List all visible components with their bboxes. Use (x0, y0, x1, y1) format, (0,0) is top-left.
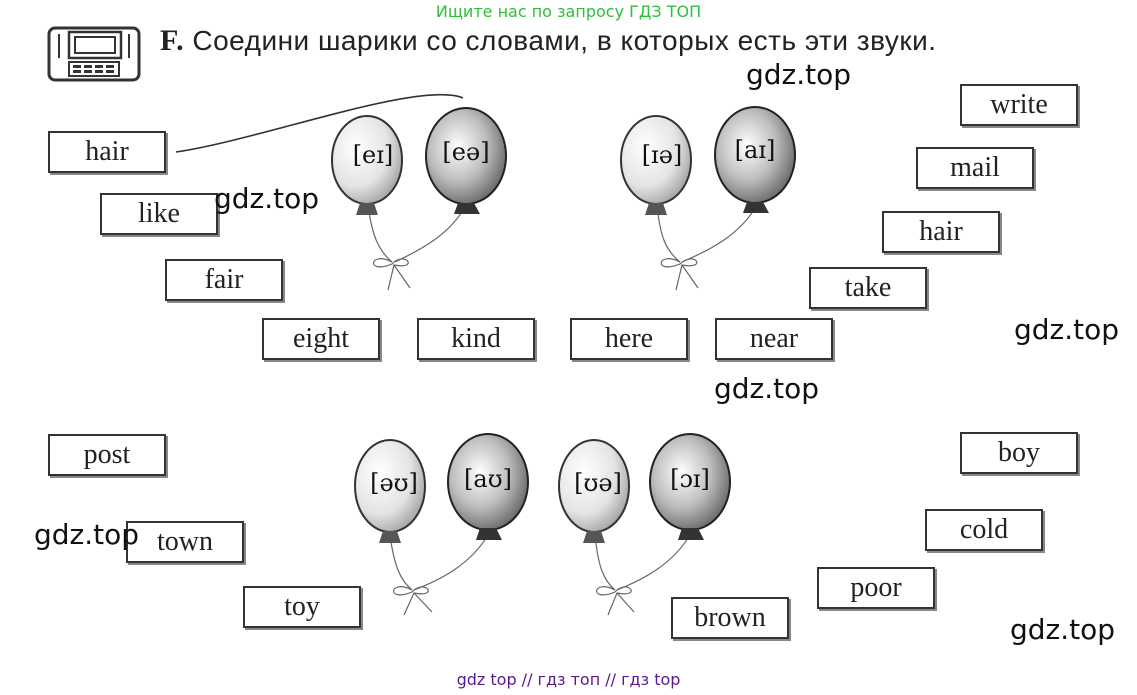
word-box-here[interactable]: here (570, 318, 688, 360)
word-box-post[interactable]: post (48, 434, 166, 476)
search-banner: Ищите нас по запросу ГДЗ ТОП (435, 2, 702, 21)
balloon-pair-4 (558, 433, 731, 616)
task-text: Соедини шарики со словами, в которых ест… (192, 25, 937, 56)
watermark-1: gdz.top (746, 58, 852, 91)
balloon-pair-1 (331, 107, 507, 291)
watermark-3: gdz.top (1014, 313, 1120, 346)
word-box-kind[interactable]: kind (417, 318, 535, 360)
computer-task-icon (47, 26, 141, 82)
watermark-4: gdz.top (714, 372, 820, 405)
word-box-near[interactable]: near (715, 318, 833, 360)
balloon-label-6: [aʊ] (464, 465, 512, 493)
balloon-label-7: [ʊə] (574, 469, 622, 497)
footer-links: gdz top // гдз топ // гдз top (456, 670, 681, 689)
word-box-boy[interactable]: boy (960, 432, 1078, 474)
word-box-cold[interactable]: cold (925, 509, 1043, 551)
balloon-label-8: [ɔɪ] (670, 465, 710, 493)
balloon-pair-3 (354, 433, 529, 616)
watermark-6: gdz.top (1010, 613, 1116, 646)
task-letter: F. (160, 24, 185, 57)
word-box-like[interactable]: like (100, 193, 218, 235)
word-box-hair-left[interactable]: hair (48, 131, 166, 173)
word-box-eight[interactable]: eight (262, 318, 380, 360)
word-box-take[interactable]: take (809, 267, 927, 309)
watermark-2: gdz.top (214, 182, 320, 215)
word-box-toy[interactable]: toy (243, 586, 361, 628)
word-box-brown[interactable]: brown (671, 597, 789, 639)
word-box-town[interactable]: town (126, 521, 244, 563)
connecting-line (175, 93, 464, 153)
word-box-mail[interactable]: mail (916, 147, 1034, 189)
balloon-label-3: [ɪə] (642, 141, 683, 169)
word-box-fair[interactable]: fair (165, 259, 283, 301)
balloon-label-4: [aɪ] (735, 136, 776, 164)
watermark-5: gdz.top (34, 518, 140, 551)
balloon-label-5: [əʊ] (370, 469, 418, 497)
balloon-label-2: [eə] (442, 138, 489, 166)
balloon-label-1: [eɪ] (353, 141, 394, 169)
word-box-poor[interactable]: poor (817, 567, 935, 609)
task-title: F. Соедини шарики со словами, в которых … (160, 22, 1080, 60)
balloon-pair-2 (620, 106, 796, 291)
word-box-hair-right[interactable]: hair (882, 211, 1000, 253)
word-box-write[interactable]: write (960, 84, 1078, 126)
